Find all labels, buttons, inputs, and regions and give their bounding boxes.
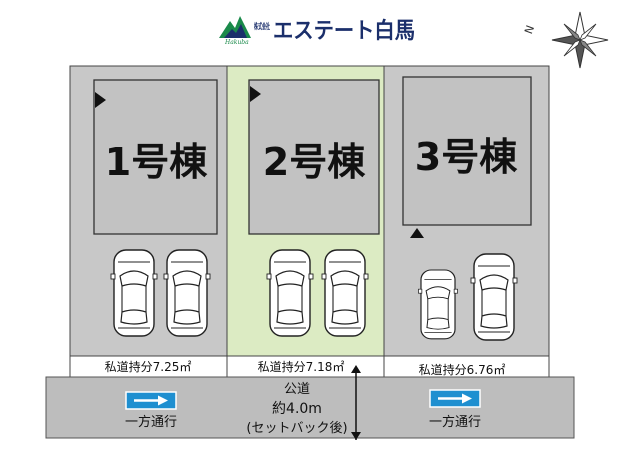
logo-script: Hakuba bbox=[224, 39, 249, 46]
lot-1: 1号棟 bbox=[69, 65, 228, 357]
company-name: エステート白馬 bbox=[273, 18, 415, 44]
lot-3: 3号棟 bbox=[383, 65, 550, 357]
company-prefix: 株式会社 bbox=[254, 21, 270, 31]
private-road-share-1: 私道持分7.25㎡ bbox=[105, 359, 192, 374]
private-road-strip: 私道持分7.25㎡ 私道持分7.18㎡ 私道持分6.76㎡ bbox=[69, 355, 550, 378]
one-way-arrow-icon bbox=[428, 388, 482, 409]
compass-icon: N bbox=[522, 11, 609, 69]
company-logo: Hakuba 株式会社 エステート白馬 bbox=[219, 16, 415, 46]
lot-3-label: 3号棟 bbox=[415, 135, 518, 179]
lot-2: 2号棟 bbox=[226, 65, 385, 357]
one-way-arrow-icon bbox=[124, 390, 178, 411]
parking-car-3a bbox=[417, 269, 459, 340]
building-3 bbox=[402, 76, 532, 226]
entrance-marker-icon bbox=[410, 228, 424, 238]
lot-1-label: 1号棟 bbox=[105, 140, 208, 184]
one-way-label-right: 一方通行 bbox=[429, 414, 481, 430]
entrance-marker-icon bbox=[95, 92, 106, 108]
parking-car-1b bbox=[163, 249, 211, 337]
private-road-share-2: 私道持分7.18㎡ bbox=[258, 359, 345, 374]
entrance-marker-icon bbox=[250, 86, 261, 102]
public-road: 公道 約4.0m (セットバック後) 一方通行 一方通行 bbox=[45, 365, 575, 440]
road-width: 約4.0m bbox=[272, 401, 322, 417]
parking-car-3b bbox=[470, 253, 518, 341]
one-way-label-left: 一方通行 bbox=[125, 414, 177, 430]
lot-2-label: 2号棟 bbox=[263, 140, 366, 184]
building-2 bbox=[248, 79, 380, 235]
north-label: N bbox=[522, 24, 537, 36]
parking-car-2b bbox=[321, 249, 369, 337]
parking-car-1a bbox=[110, 249, 158, 337]
road-setback-note: (セットバック後) bbox=[246, 421, 347, 436]
road-name: 公道 bbox=[284, 382, 310, 397]
building-1 bbox=[93, 79, 218, 235]
private-road-share-3: 私道持分6.76㎡ bbox=[419, 362, 506, 377]
parking-car-2a bbox=[266, 249, 314, 337]
